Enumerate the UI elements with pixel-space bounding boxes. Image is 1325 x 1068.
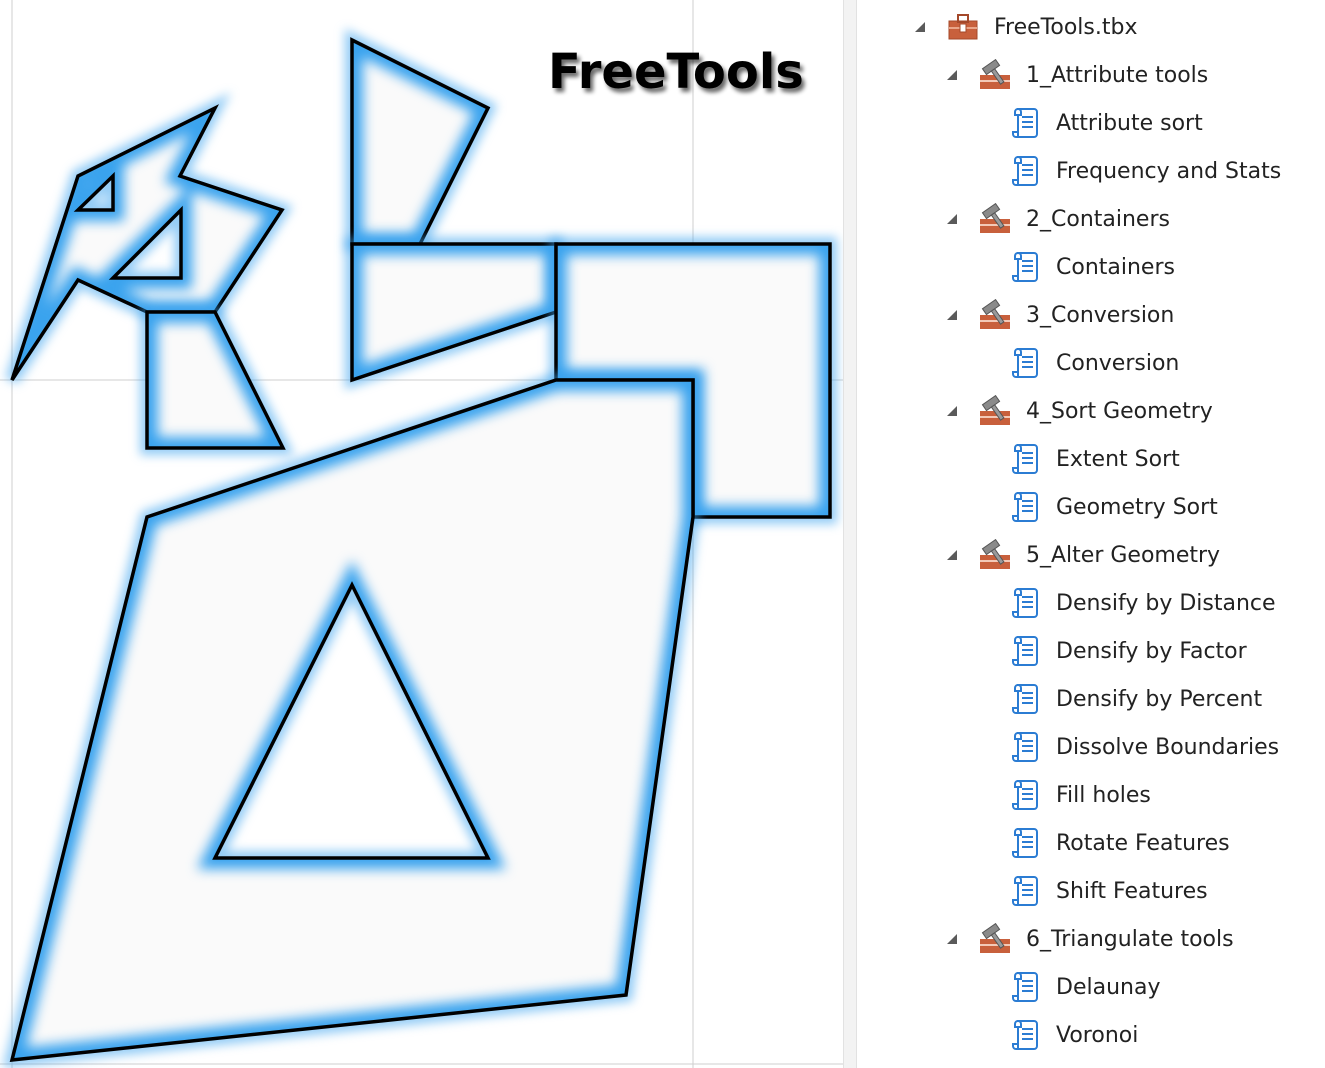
script-tool-icon — [1008, 826, 1042, 860]
tree-item-tool[interactable]: Densify by Distance — [1008, 579, 1276, 627]
tree-item-tool[interactable]: Extent Sort — [1008, 435, 1180, 483]
script-tool-icon — [1008, 586, 1042, 620]
toolbox-icon — [946, 10, 980, 44]
script-tool-icon — [1008, 730, 1042, 764]
tree-item-toolbox[interactable]: FreeTools.tbx — [912, 3, 1137, 51]
tree-item-label: 2_Containers — [1026, 206, 1170, 232]
tree-item-label: Conversion — [1056, 350, 1180, 376]
tree-item-label: 3_Conversion — [1026, 302, 1175, 328]
toolset-icon — [978, 202, 1012, 236]
map-view[interactable]: FreeTools — [0, 0, 843, 1068]
tree-item-label: Shift Features — [1056, 878, 1208, 904]
collapse-triangle-icon[interactable] — [944, 211, 960, 227]
toolset-icon — [978, 922, 1012, 956]
tree-item-toolset[interactable]: 6_Triangulate tools — [944, 915, 1234, 963]
tree-item-label: 1_Attribute tools — [1026, 62, 1209, 88]
toolset-icon — [978, 538, 1012, 572]
tree-item-toolset[interactable]: 3_Conversion — [944, 291, 1174, 339]
map-canvas[interactable]: FreeTools — [0, 0, 843, 1068]
collapse-triangle-icon[interactable] — [944, 67, 960, 83]
script-tool-icon — [1008, 970, 1042, 1004]
tree-item-tool[interactable]: Attribute sort — [1008, 99, 1203, 147]
script-tool-icon — [1008, 778, 1042, 812]
toolset-icon — [978, 298, 1012, 332]
tree-item-label: Dissolve Boundaries — [1056, 734, 1280, 760]
script-tool-icon — [1008, 682, 1042, 716]
polygon-bird-neck[interactable] — [140, 305, 295, 455]
tree-item-tool[interactable]: Voronoi — [1008, 1011, 1138, 1059]
script-tool-icon — [1008, 154, 1042, 188]
polygon-large-body[interactable] — [2, 373, 700, 1068]
collapse-triangle-icon[interactable] — [944, 547, 960, 563]
tree-item-label: FreeTools.tbx — [994, 14, 1138, 40]
tree-item-toolset[interactable]: 1_Attribute tools — [944, 51, 1208, 99]
tree-item-toolset[interactable]: 4_Sort Geometry — [944, 387, 1213, 435]
tree-item-tool[interactable]: Dissolve Boundaries — [1008, 723, 1279, 771]
tree-item-tool[interactable]: Densify by Factor — [1008, 627, 1247, 675]
script-tool-icon — [1008, 874, 1042, 908]
tree-item-tool[interactable]: Containers — [1008, 243, 1175, 291]
tree-item-label: Fill holes — [1056, 782, 1151, 808]
pane-splitter[interactable] — [843, 0, 857, 1068]
collapse-triangle-icon[interactable] — [944, 403, 960, 419]
tree-item-toolset[interactable]: 5_Alter Geometry — [944, 531, 1220, 579]
tree-item-label: Densify by Distance — [1056, 590, 1276, 616]
tree-item-tool[interactable]: Delaunay — [1008, 963, 1160, 1011]
tree-item-toolset[interactable]: 2_Containers — [944, 195, 1170, 243]
collapse-triangle-icon[interactable] — [944, 931, 960, 947]
script-tool-icon — [1008, 346, 1042, 380]
polygon-quad-top[interactable] — [345, 28, 498, 251]
script-tool-icon — [1008, 634, 1042, 668]
tree-item-tool[interactable]: Rotate Features — [1008, 819, 1230, 867]
collapse-triangle-icon[interactable] — [912, 19, 928, 35]
tree-item-label: 6_Triangulate tools — [1026, 926, 1234, 952]
collapse-triangle-icon[interactable] — [944, 307, 960, 323]
tree-item-tool[interactable]: Densify by Percent — [1008, 675, 1262, 723]
script-tool-icon — [1008, 1018, 1042, 1052]
script-tool-icon — [1008, 442, 1042, 476]
tree-item-label: Attribute sort — [1056, 110, 1203, 136]
tree-item-tool[interactable]: Geometry Sort — [1008, 483, 1218, 531]
tree-item-label: Densify by Percent — [1056, 686, 1263, 712]
tree-item-label: Delaunay — [1056, 974, 1161, 1000]
polygon-layer — [2, 28, 837, 1068]
map-title: FreeTools — [548, 44, 804, 100]
script-tool-icon — [1008, 106, 1042, 140]
tree-item-label: Voronoi — [1056, 1022, 1139, 1048]
toolset-icon — [978, 394, 1012, 428]
tree-item-label: Frequency and Stats — [1056, 158, 1282, 184]
toolset-icon — [978, 58, 1012, 92]
tree-item-tool[interactable]: Conversion — [1008, 339, 1179, 387]
polygon-quad-middle[interactable] — [345, 237, 563, 390]
tree-item-tool[interactable]: Shift Features — [1008, 867, 1208, 915]
tree-item-label: Extent Sort — [1056, 446, 1180, 472]
tree-item-tool[interactable]: Fill holes — [1008, 771, 1151, 819]
tree-item-label: 4_Sort Geometry — [1026, 398, 1213, 424]
script-tool-icon — [1008, 250, 1042, 284]
tree-item-label: Containers — [1056, 254, 1175, 280]
tree-item-label: Geometry Sort — [1056, 494, 1218, 520]
tree-item-label: 5_Alter Geometry — [1026, 542, 1221, 568]
tree-item-tool[interactable]: Frequency and Stats — [1008, 147, 1281, 195]
tree-item-label: Rotate Features — [1056, 830, 1230, 856]
tree-item-label: Densify by Factor — [1056, 638, 1247, 664]
script-tool-icon — [1008, 490, 1042, 524]
